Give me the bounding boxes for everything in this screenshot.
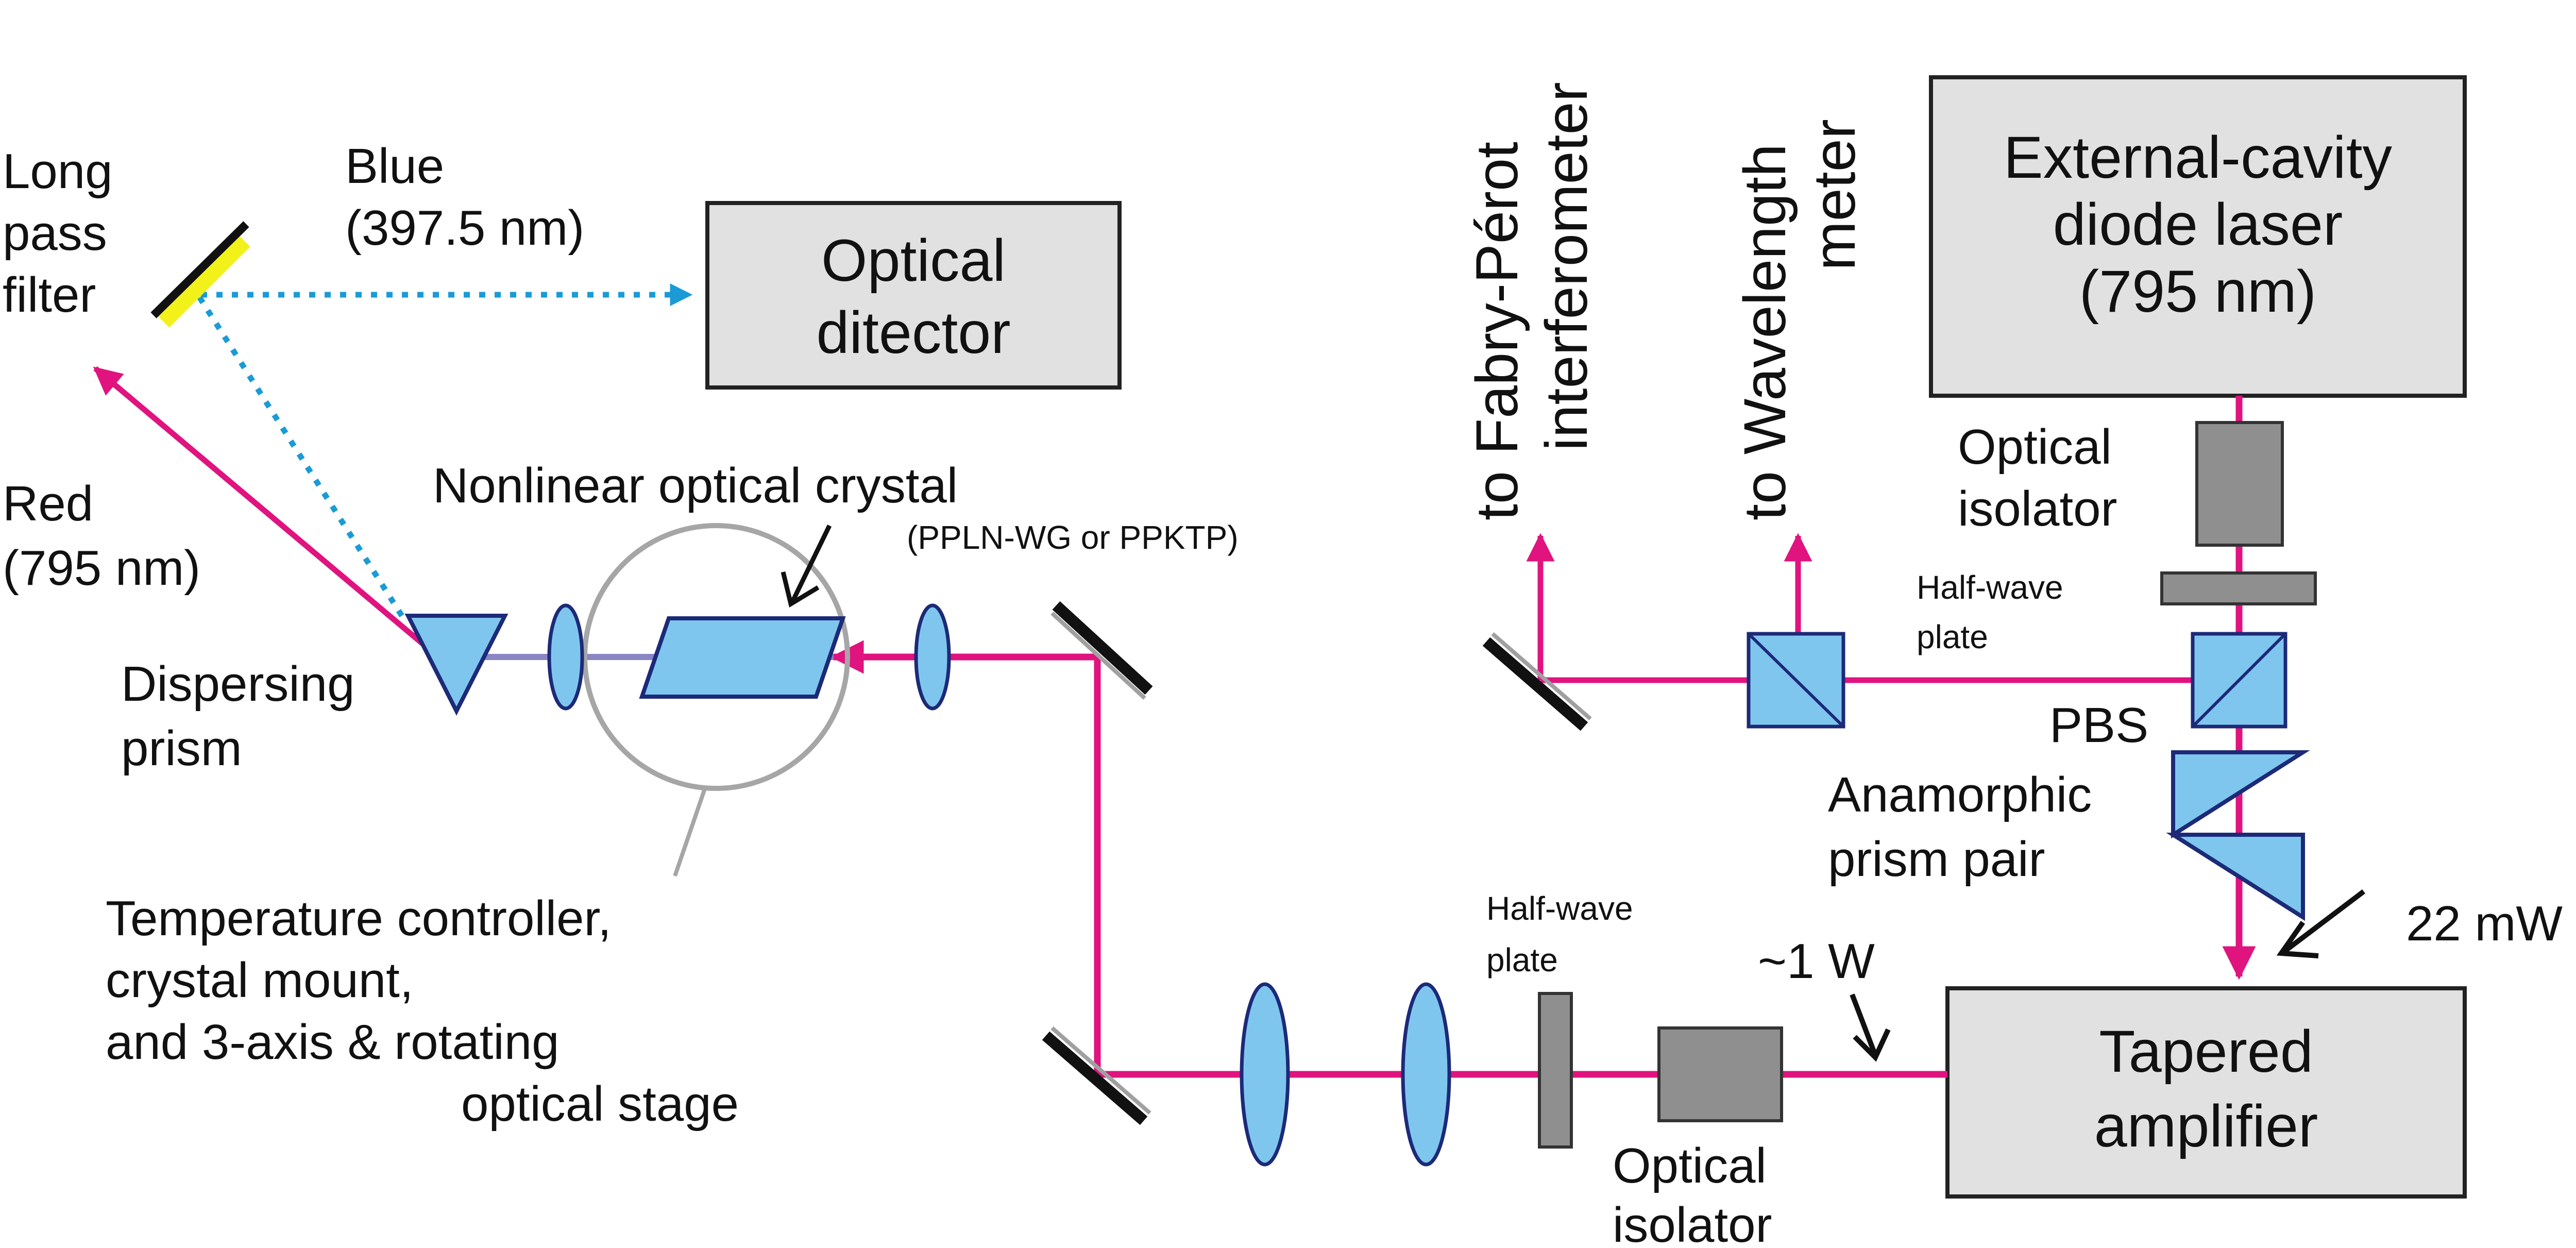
long-pass-filter-label: Long pass filter [3, 144, 113, 323]
temperature-controller-line-3: and 3-axis & rotating [106, 1015, 560, 1070]
nonlinear-crystal-label: Nonlinear optical crystal [433, 458, 958, 513]
anamorphic-prism-pair-line-2: prism pair [1828, 832, 2045, 887]
half-wave-plate-top-line-2: plate [1917, 618, 1988, 655]
half-wave-plate-bottom-line-2: plate [1486, 941, 1558, 979]
optical-detector-line-1: Optical [821, 228, 1006, 294]
blue-line-1: Blue [345, 139, 444, 194]
dispersing-prism-line-1: Dispersing [121, 656, 355, 712]
half-wave-plate-top-line-1: Half-wave [1917, 569, 2063, 606]
optical-isolator-top-line-1: Optical [1958, 419, 2112, 475]
beam-red-output [93, 366, 437, 657]
mirror-fabry-perot [1482, 632, 1592, 731]
pbs-label: PBS [2049, 698, 2148, 753]
anamorphic-prism-pair-label: Anamorphic prism pair [1828, 767, 2092, 887]
power-22mw-label: 22 mW [2406, 896, 2563, 951]
mirror-top-left [1050, 601, 1153, 700]
red-line-2: (795 nm) [3, 541, 200, 596]
to-wavelength-meter-label: to Wavelength meter [1732, 119, 1868, 520]
blue-label: Blue (397.5 nm) [345, 139, 584, 256]
crystal-pointer-arrow [781, 525, 832, 608]
to-wavelength-meter-line-2: meter [1802, 119, 1868, 271]
half-wave-plate-top-label: Half-wave plate [1917, 569, 2063, 655]
anamorphic-prism-pair [2166, 750, 2310, 921]
lens-bottom-1 [1240, 982, 1290, 1167]
dispersing-prism-line-2: prism [121, 721, 242, 776]
optical-isolator-bottom [1657, 1026, 1783, 1122]
ecdl-line-2: diode laser [2053, 192, 2343, 258]
half-wave-plate-top [2160, 571, 2317, 605]
ecdl-line-3: (795 nm) [2079, 259, 2316, 325]
to-fabry-perot-line-2: interferometer [1534, 82, 1600, 451]
optical-isolator-bottom-line-2: isolator [1613, 1198, 1772, 1245]
tapered-amplifier-line-2: amplifier [2094, 1093, 2318, 1159]
long-pass-filter-line-2: pass [3, 206, 107, 261]
to-fabry-perot-label: to Fabry-Pérot interferometer [1464, 82, 1600, 520]
dispersing-prism [404, 614, 509, 716]
red-line-1: Red [3, 476, 93, 531]
lens-collimating [547, 603, 584, 711]
long-pass-filter [150, 221, 250, 328]
long-pass-filter-line-1: Long [3, 144, 113, 199]
temperature-controller-label: Temperature controller, crystal mount, a… [106, 891, 739, 1132]
red-label: Red (795 nm) [3, 476, 200, 596]
temperature-controller-line-2: crystal mount, [106, 953, 414, 1008]
power-22mw-arrow [2276, 889, 2366, 958]
optical-isolator-bottom-label: Optical isolator [1613, 1138, 1772, 1248]
mirror-bottom-left [1042, 1026, 1151, 1125]
temperature-controller-pointer [673, 785, 708, 877]
half-wave-plate-bottom [1538, 992, 1573, 1149]
power-1w-arrow [1850, 993, 1891, 1062]
nonlinear-optical-crystal [639, 616, 846, 699]
optical-isolator-top-line-2: isolator [1958, 481, 2117, 536]
half-wave-plate-bottom-line-1: Half-wave [1486, 890, 1633, 927]
lens-bottom-2 [1401, 982, 1451, 1167]
ecdl-box: External-cavity diode laser (795 nm) [1929, 75, 2467, 398]
tapered-amplifier-box: Tapered amplifier [1945, 986, 2467, 1199]
crystal-mount-circle [582, 523, 850, 791]
power-1w-label: ~1 W [1758, 934, 1875, 989]
half-wave-plate-bottom-label: Half-wave plate [1486, 890, 1633, 979]
to-fabry-perot-line-1: to Fabry-Pérot [1464, 142, 1530, 520]
long-pass-filter-line-3: filter [3, 267, 96, 323]
beam-blue-to-filter [188, 282, 404, 617]
tapered-amplifier-line-1: Tapered [2099, 1019, 2313, 1085]
anamorphic-prism-pair-line-1: Anamorphic [1828, 767, 2092, 822]
temperature-controller-line-4: optical stage [461, 1076, 739, 1132]
optical-detector-line-2: ditector [816, 300, 1010, 366]
dispersing-prism-label: Dispersing prism [121, 656, 355, 776]
temperature-controller-line-1: Temperature controller, [106, 891, 612, 946]
blue-line-2: (397.5 nm) [345, 200, 584, 256]
optical-detector-box: Optical ditector [705, 201, 1122, 390]
ecdl-line-1: External-cavity [2004, 125, 2393, 191]
lens-focusing [914, 603, 951, 711]
optical-isolator-bottom-line-1: Optical [1613, 1138, 1767, 1193]
beam-splitter-cube [1747, 632, 1845, 729]
crystal-type-label: (PPLN-WG or PPKTP) [907, 519, 1239, 556]
to-wavelength-meter-line-1: to Wavelength [1732, 144, 1798, 520]
optical-isolator-top-label: Optical isolator [1958, 419, 2117, 536]
pbs-cube [2191, 632, 2287, 729]
optical-isolator-top [2195, 421, 2284, 547]
